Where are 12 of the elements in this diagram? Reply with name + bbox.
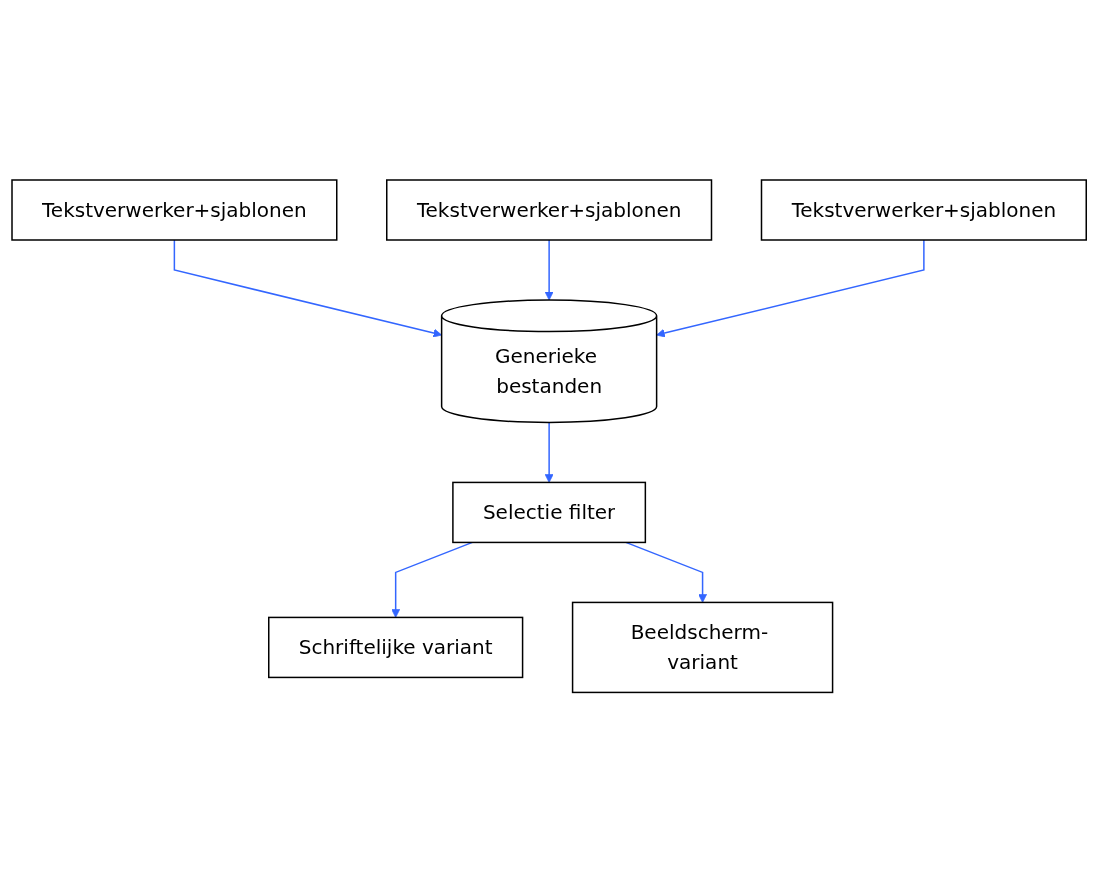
arrow <box>544 239 554 301</box>
arrow <box>173 239 442 338</box>
node-box: Selectie filter <box>452 481 646 543</box>
node-box: Beeldscherm- variant <box>571 601 834 693</box>
arrow <box>625 541 707 603</box>
node-box: Tekstverwerker+sjablonen <box>11 179 338 241</box>
arrow <box>544 421 554 483</box>
arrow <box>391 541 473 618</box>
node-box: Tekstverwerker+sjablonen <box>385 179 713 241</box>
node-box: Tekstverwerker+sjablonen <box>760 179 1087 241</box>
node-box: Schriftelijke variant <box>267 616 524 678</box>
arrow <box>656 239 925 338</box>
